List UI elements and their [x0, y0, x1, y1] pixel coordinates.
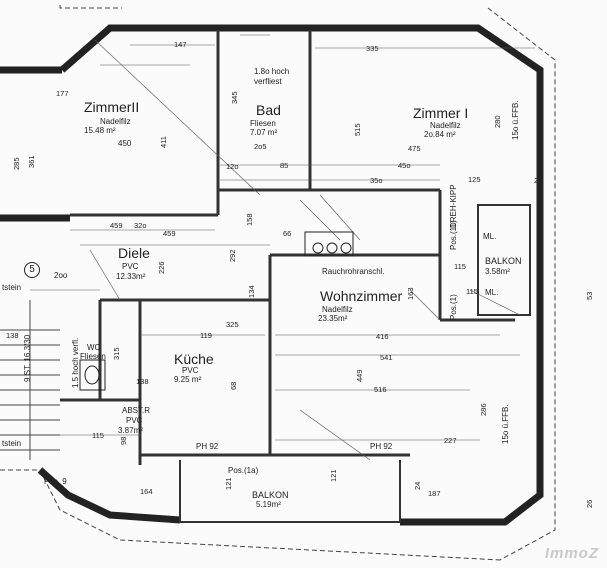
dim-label: 147: [174, 40, 187, 49]
dim-label: 115: [466, 287, 478, 296]
rauchrohr-note: Rauchrohranschl.: [322, 267, 385, 276]
dim-label: 292: [228, 249, 237, 262]
stein-note: tstein: [2, 283, 22, 292]
room-name-zimmer2: ZimmerII: [84, 99, 140, 115]
room-name-abstr: ABST.R: [122, 406, 151, 415]
ph-label-1: PH 92: [196, 442, 219, 451]
room-floor-abstr: PVC: [126, 416, 143, 425]
ph-label-2: PH 92: [370, 442, 393, 451]
twoo-label: 2oo: [54, 271, 68, 280]
ml-note: ML.: [483, 232, 497, 241]
room-name-zimmer1: Zimmer I: [413, 105, 469, 121]
dim-label: 315: [112, 347, 121, 360]
room-width-zimmer2: 450: [118, 139, 132, 148]
room-area-zimmer2: 15.48 m²: [84, 126, 116, 135]
dim-label: 35o: [370, 176, 383, 185]
room-area-balkon-bottom: 5.19m²: [256, 500, 281, 509]
dim-label: 280: [493, 115, 502, 128]
dim-label: 25: [534, 176, 543, 185]
room-floor-wc: Fliesen: [80, 352, 106, 361]
pos-label-4: Pos. 9: [44, 477, 67, 486]
dim-label: 449: [355, 369, 364, 382]
dim-label: 515: [353, 123, 362, 136]
room-floor-wohnzimmer: Nadelfilz: [322, 305, 353, 314]
room-floor-diele: PVC: [122, 262, 139, 271]
dim-label: 138: [136, 377, 149, 386]
room-area-balkon-right: 3.58m²: [485, 267, 510, 276]
dim-label: 475: [408, 144, 421, 153]
room-floor-zimmer1: Nadelfilz: [430, 121, 461, 130]
dim-label: 459: [163, 229, 176, 238]
pos-label-3: Pos.(1a): [228, 466, 259, 475]
watermark: ImmoZ: [544, 545, 599, 562]
dim-label: 53: [585, 291, 594, 300]
dim-label: 163: [406, 287, 415, 300]
room-area-wohnzimmer: 23.35m²: [318, 314, 348, 323]
dim-label: 286: [479, 403, 488, 416]
ffb-note-2: 15o ü.FFB.: [501, 404, 510, 444]
dim-label: 335: [366, 44, 379, 53]
stein-note-2: tstein: [2, 439, 22, 448]
section-marker: 5: [24, 262, 40, 278]
dim-label: 285: [12, 157, 21, 170]
dim-label: 32o: [134, 221, 147, 230]
dim-label: 361: [27, 155, 36, 168]
dim-label: 2o5: [254, 142, 267, 151]
pos-label-2: Pos.(1): [449, 294, 458, 320]
stairs-note: 9 ST. 16.3/30: [23, 334, 32, 382]
dim-label: 26: [585, 499, 594, 508]
room-name-kueche: Küche: [174, 351, 214, 367]
dim-label: 187: [428, 489, 441, 498]
room-floor-zimmer2: Nadelfilz: [100, 117, 131, 126]
room-name-bad: Bad: [256, 102, 281, 118]
dim-label: 98: [119, 436, 128, 445]
room-floor-bad: Fliesen: [250, 119, 276, 128]
dim-label: 226: [157, 261, 166, 274]
dim-label: 158: [245, 213, 254, 226]
dim-label: 115: [92, 431, 104, 440]
dim-label: 125: [468, 175, 481, 184]
dim-label: 12o: [226, 162, 239, 171]
dim-label: 325: [226, 320, 239, 329]
ffb-note-1: 15o ü.FFB.: [511, 100, 520, 140]
room-name-wohnzimmer: Wohnzimmer: [320, 288, 403, 304]
dim-label: 45o: [398, 161, 411, 170]
room-floor-kueche: PVC: [182, 366, 199, 375]
dim-label: 459: [110, 221, 123, 230]
dim-label: 121: [329, 469, 338, 482]
dim-label: 227: [444, 436, 457, 445]
dim-label: 119: [200, 331, 212, 340]
bad-note-tiled: verfliest: [254, 77, 282, 86]
dim-label: 177: [56, 89, 69, 98]
room-area-kueche: 9.25 m²: [174, 375, 202, 384]
dim-label: 416: [376, 332, 389, 341]
room-name-diele: Diele: [118, 245, 150, 261]
dim-label: 66: [283, 229, 292, 238]
dim-label: 516: [374, 385, 387, 394]
dim-label: 115: [454, 262, 466, 271]
room-area-bad: 7.07 m²: [250, 128, 278, 137]
dim-label: 134: [247, 285, 256, 298]
dim-label: 345: [230, 91, 239, 104]
room-name-balkon-right: BALKON: [485, 256, 522, 266]
dim-label: 85: [280, 161, 289, 170]
dim-label: 411: [159, 136, 168, 148]
dim-label: 541: [380, 353, 393, 362]
room-name-balkon-bottom: BALKON: [252, 490, 289, 500]
dim-label: 121: [224, 477, 233, 490]
room-area-abstr: 3.87m²: [118, 426, 143, 435]
room-area-diele: 12.33m²: [116, 272, 146, 281]
bad-note-height: 1.8o hoch: [254, 67, 290, 76]
hoch-note: 1.5 hoch verfl.: [71, 337, 80, 388]
dim-label: 164: [140, 487, 153, 496]
dim-label: 138: [6, 331, 19, 340]
dim-label: 68: [229, 381, 238, 390]
room-name-wc: WC: [87, 343, 101, 352]
dim-label: 24: [413, 481, 422, 490]
ml-note-2: ML.: [485, 288, 499, 297]
pos-label-1: Pos.(11): [449, 220, 458, 250]
room-area-zimmer1: 2o.84 m²: [424, 130, 456, 139]
